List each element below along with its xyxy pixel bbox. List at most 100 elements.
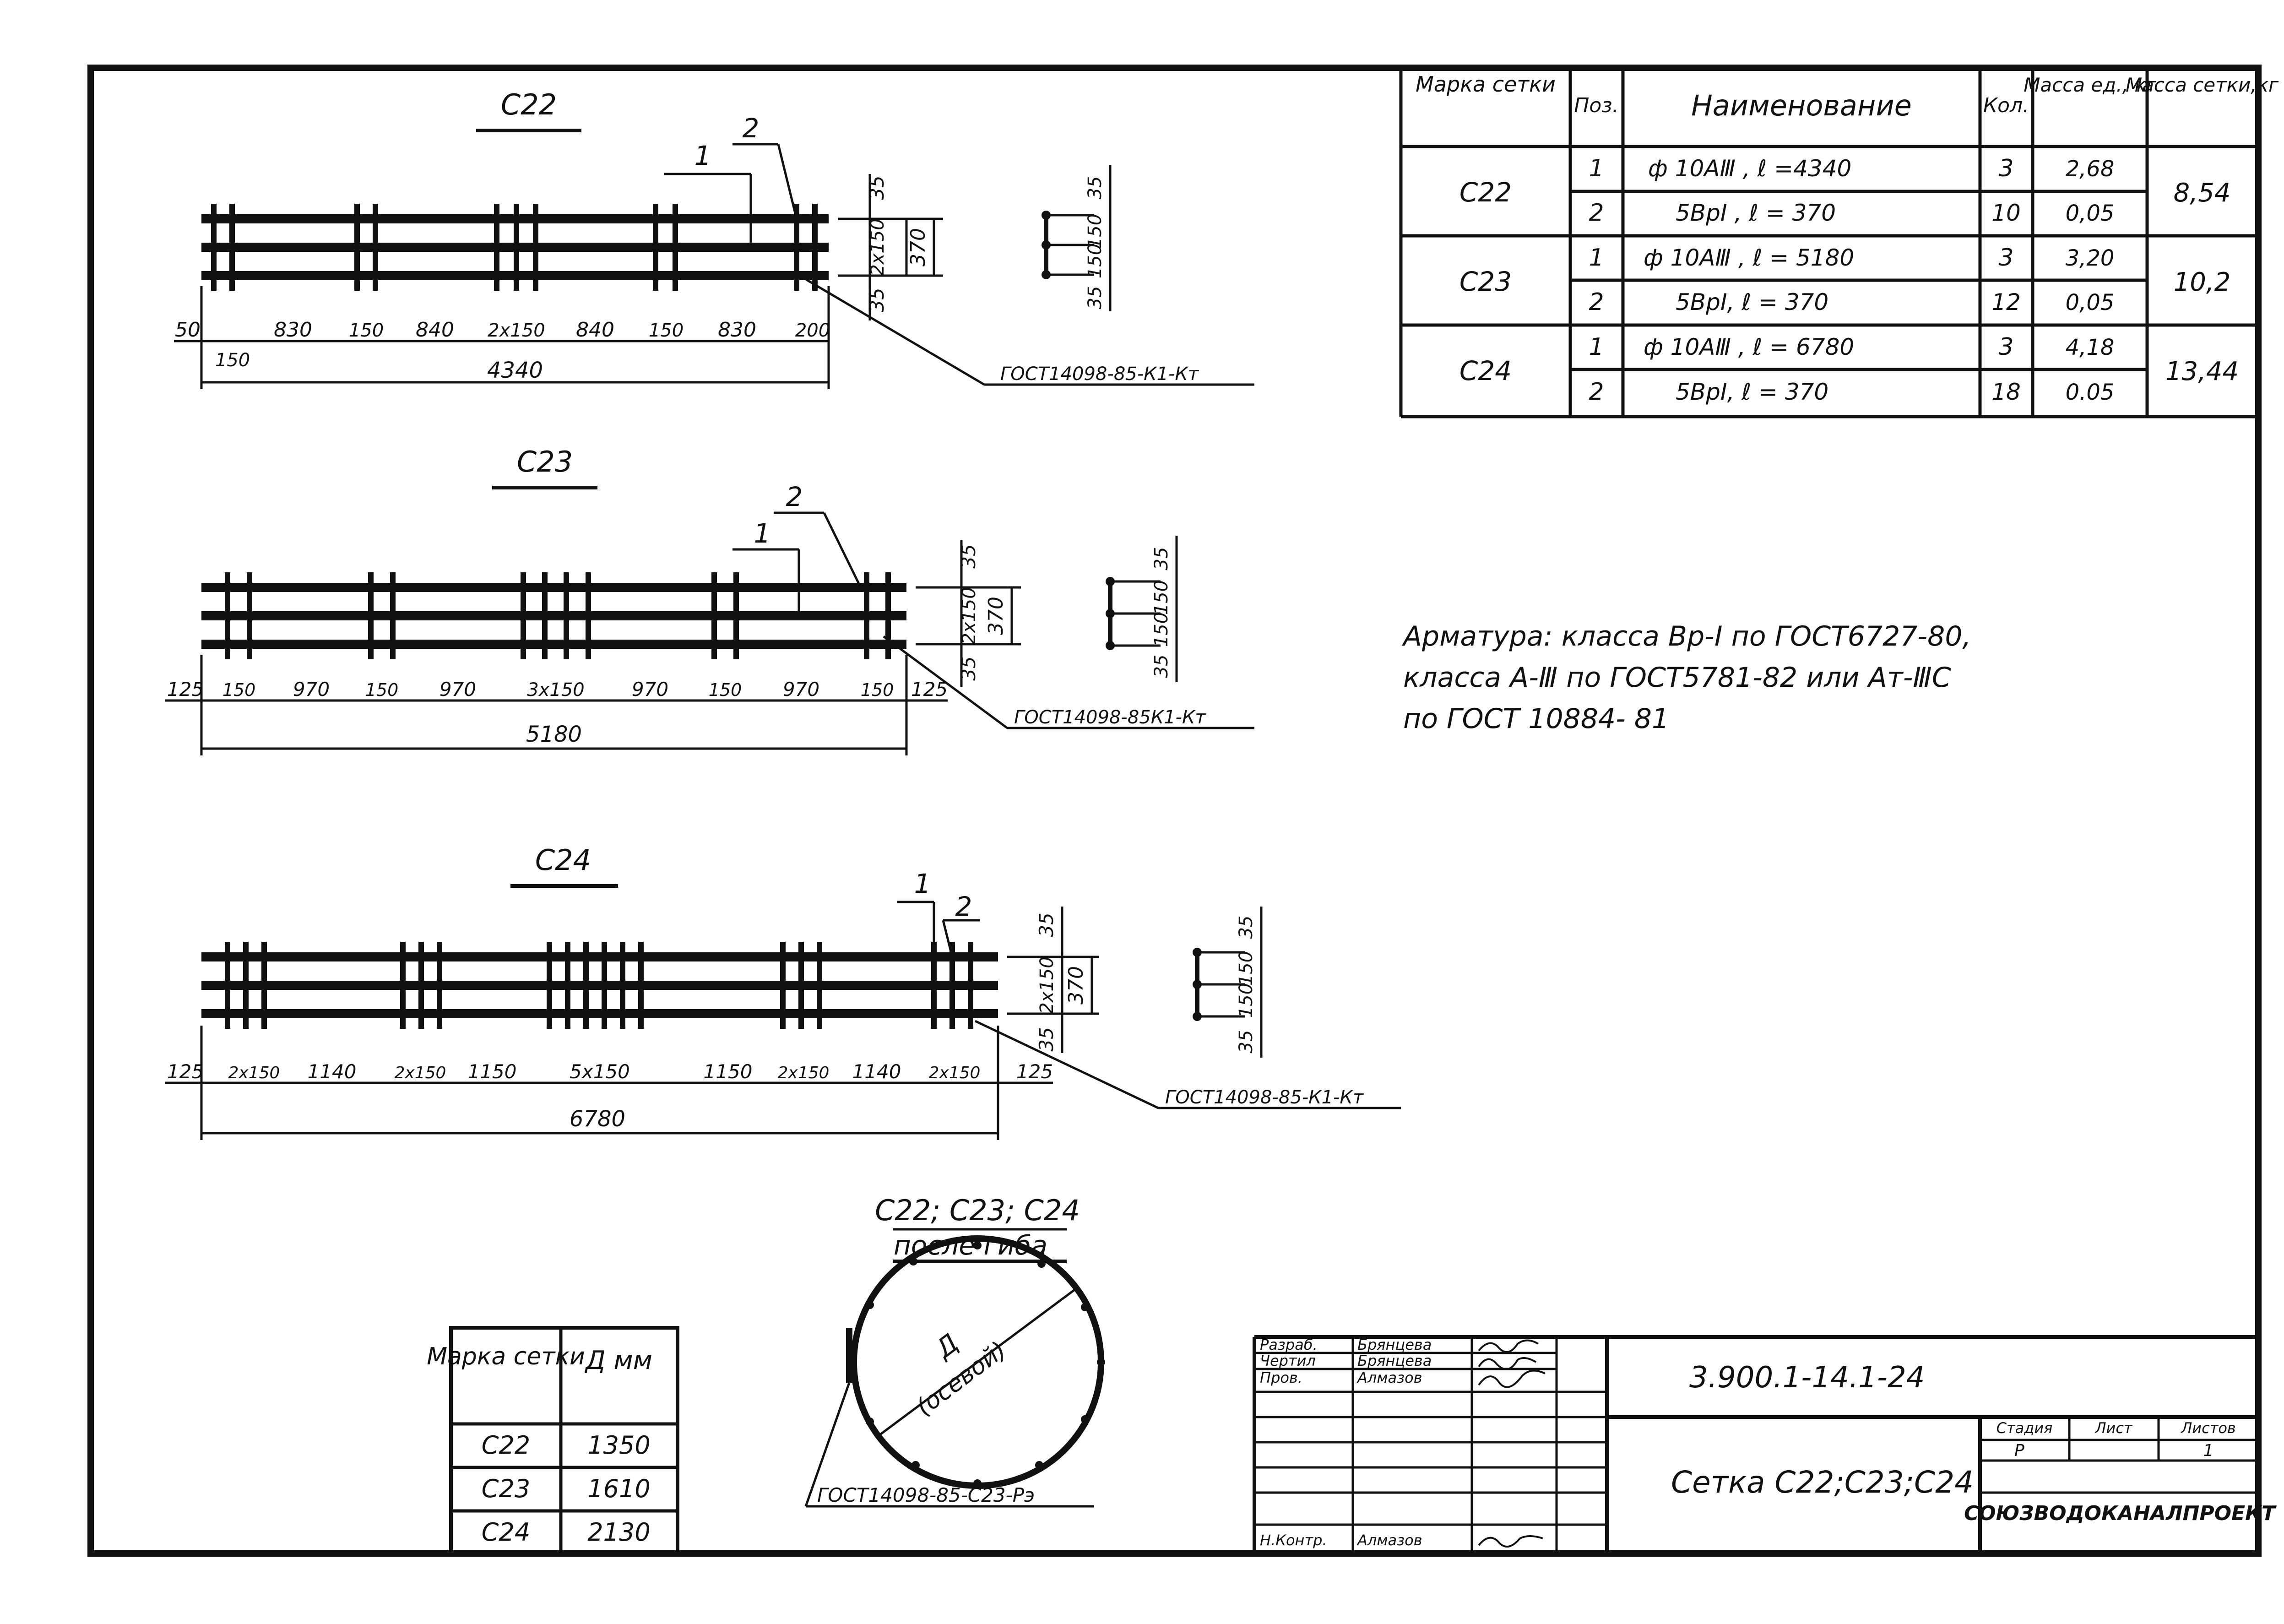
document-title: Сетка C22;C23;C24: [1671, 1465, 1974, 1500]
name-cell: 5BpI, ℓ = 370: [1676, 379, 1828, 405]
reinforcement-note: Арматура: класса Bp-I по ГОСТ6727-80, кл…: [1401, 620, 1971, 735]
table-header: Кол.: [1983, 94, 2029, 117]
person-name: Брянцева: [1357, 1352, 1432, 1369]
dimension-label: 150: [215, 350, 250, 371]
mesh-section: 35 150 150 35: [1193, 907, 1263, 1058]
weld-note: ГОСТ14098-85К1-Кт: [1014, 707, 1206, 728]
position-label: 2: [955, 891, 972, 922]
dimension-label: 1150: [468, 1060, 517, 1083]
mesh-title-c23: C23: [517, 445, 573, 478]
dimension-label: 840: [576, 318, 614, 342]
mesh-mass-total: 8,54: [2174, 178, 2231, 208]
weld-note: ГОСТ14098-85-К1-Кт: [1000, 364, 1199, 385]
dimension-label: 35: [957, 544, 980, 568]
sheets-value: 1: [2203, 1441, 2214, 1460]
diameter-value: 1350: [587, 1431, 650, 1460]
mesh-mark: C22: [482, 1431, 530, 1460]
dimension-label: 970: [293, 678, 330, 701]
dimension-label: 370: [1064, 966, 1088, 1005]
dimension-label: 125: [1016, 1060, 1053, 1083]
sheet-label: Лист: [2094, 1419, 2132, 1437]
diameter-label: Д: [929, 1328, 964, 1365]
mass-cell: 0,05: [2066, 290, 2115, 315]
mesh-mass-total: 10,2: [2174, 267, 2231, 297]
diameter-table: Марка сетки Д мм C22 1350 C23 1610 C24 2…: [427, 1326, 679, 1555]
qty-cell: 12: [1991, 289, 2021, 315]
organization: СОЮЗВОДОКАНАЛПРОЕКТ: [1964, 1502, 2277, 1525]
dimension-label: 35: [866, 288, 888, 312]
dimension-label: 150: [1085, 214, 1106, 249]
table-header: Масса ед., кг: [2024, 74, 2157, 96]
dimension-label: 830: [274, 318, 312, 342]
dimension-label: 35: [1236, 916, 1257, 939]
dimension-label: 830: [718, 318, 756, 342]
note-line: класса A-Ⅲ по ГОСТ5781-82 или Aт-ⅢC: [1403, 662, 1951, 694]
dimension-label: 2x150: [1036, 956, 1058, 1014]
sheets-label: Листов: [2181, 1419, 2236, 1437]
dimension-label: 370: [906, 228, 930, 266]
role-label: Чертил: [1260, 1352, 1316, 1369]
diameter-value: 1610: [587, 1474, 650, 1503]
qty-cell: 18: [1991, 379, 2021, 405]
dimension-label: 150: [222, 680, 256, 700]
sheet-frame: [87, 65, 2262, 1557]
table-header: Наименование: [1691, 89, 1912, 122]
pos-cell: 2: [1589, 378, 1604, 406]
dimension-label: 370: [984, 597, 1008, 635]
dimension-label: 35: [866, 175, 888, 200]
mass-cell: 3,20: [2066, 245, 2115, 271]
dimension-label: 200: [795, 320, 830, 341]
name-cell: ф 10AⅢ , ℓ = 5180: [1644, 244, 1854, 271]
qty-cell: 10: [1991, 200, 2021, 226]
mesh-mark: C23: [1459, 266, 1512, 297]
mass-cell: 4,18: [2066, 335, 2115, 360]
mass-cell: 0.05: [2066, 380, 2115, 405]
dimension-label: 2x150: [929, 1064, 981, 1082]
ring-bar-points: [866, 1241, 1105, 1488]
dimension-label: 35: [957, 656, 980, 680]
dimension-label: 35: [1085, 176, 1106, 200]
dimension-label: 35: [1236, 1030, 1257, 1054]
dimension-label: 35: [1151, 547, 1172, 570]
weld-overlap: [846, 1328, 852, 1383]
dimension-label: 150: [649, 320, 684, 341]
table-header: Поз.: [1574, 94, 1618, 117]
dimension-label: 970: [632, 678, 668, 701]
dimension-label: 35: [1085, 286, 1106, 310]
dimension-label: 50: [175, 318, 201, 342]
dimension-label: 840: [416, 318, 454, 342]
position-label: 1: [694, 140, 711, 171]
dimension-label: 35: [1035, 1027, 1058, 1051]
person-name: Брянцева: [1357, 1336, 1432, 1353]
table-header: Марка сетки: [427, 1343, 585, 1370]
dimension-label: 2x150: [867, 218, 888, 276]
mesh-mark: C24: [1459, 355, 1512, 386]
dimension-label: 35: [1151, 655, 1172, 678]
total-length-label: 6780: [570, 1106, 625, 1132]
position-label: 1: [914, 868, 931, 899]
mesh-c23-drawing: C23 1 2 125 150 970 150 970 3x150 970 15…: [165, 445, 1254, 755]
mesh-title-c24: C24: [535, 843, 591, 877]
mesh-section: 35 150 150 35: [1042, 165, 1112, 311]
table-header: Д мм: [584, 1346, 652, 1375]
position-label: 1: [754, 518, 771, 549]
mesh-mass-total: 13,44: [2165, 357, 2239, 386]
mesh-c24-drawing: C24 1 2 125 2x150 1140 2x150 1150 5x150 …: [165, 843, 1401, 1140]
dimension-label: 150: [365, 680, 399, 700]
dimension-label: 125: [167, 678, 204, 701]
mesh-section: 35 150 150 35: [1106, 536, 1178, 682]
weld-note: ГОСТ14098-85-С23-Рэ: [817, 1484, 1035, 1506]
note-line: Арматура: класса Bp-I по ГОСТ6727-80,: [1401, 620, 1971, 652]
weld-note: ГОСТ14098-85-К1-Кт: [1165, 1087, 1364, 1108]
pos-cell: 1: [1589, 155, 1604, 182]
dimension-label: 150: [861, 680, 894, 700]
position-label: 2: [743, 113, 760, 144]
dimension-label: 1140: [852, 1060, 901, 1083]
total-length-label: 5180: [526, 722, 582, 747]
qty-cell: 3: [1998, 244, 2013, 272]
role-label: Пров.: [1260, 1369, 1302, 1386]
dimension-label: 150: [1085, 244, 1106, 278]
dimension-label: 125: [167, 1060, 204, 1083]
bent-ring-view: C22; C23; C24 после гиба Д (осевой) ГОСТ…: [804, 1194, 1105, 1508]
